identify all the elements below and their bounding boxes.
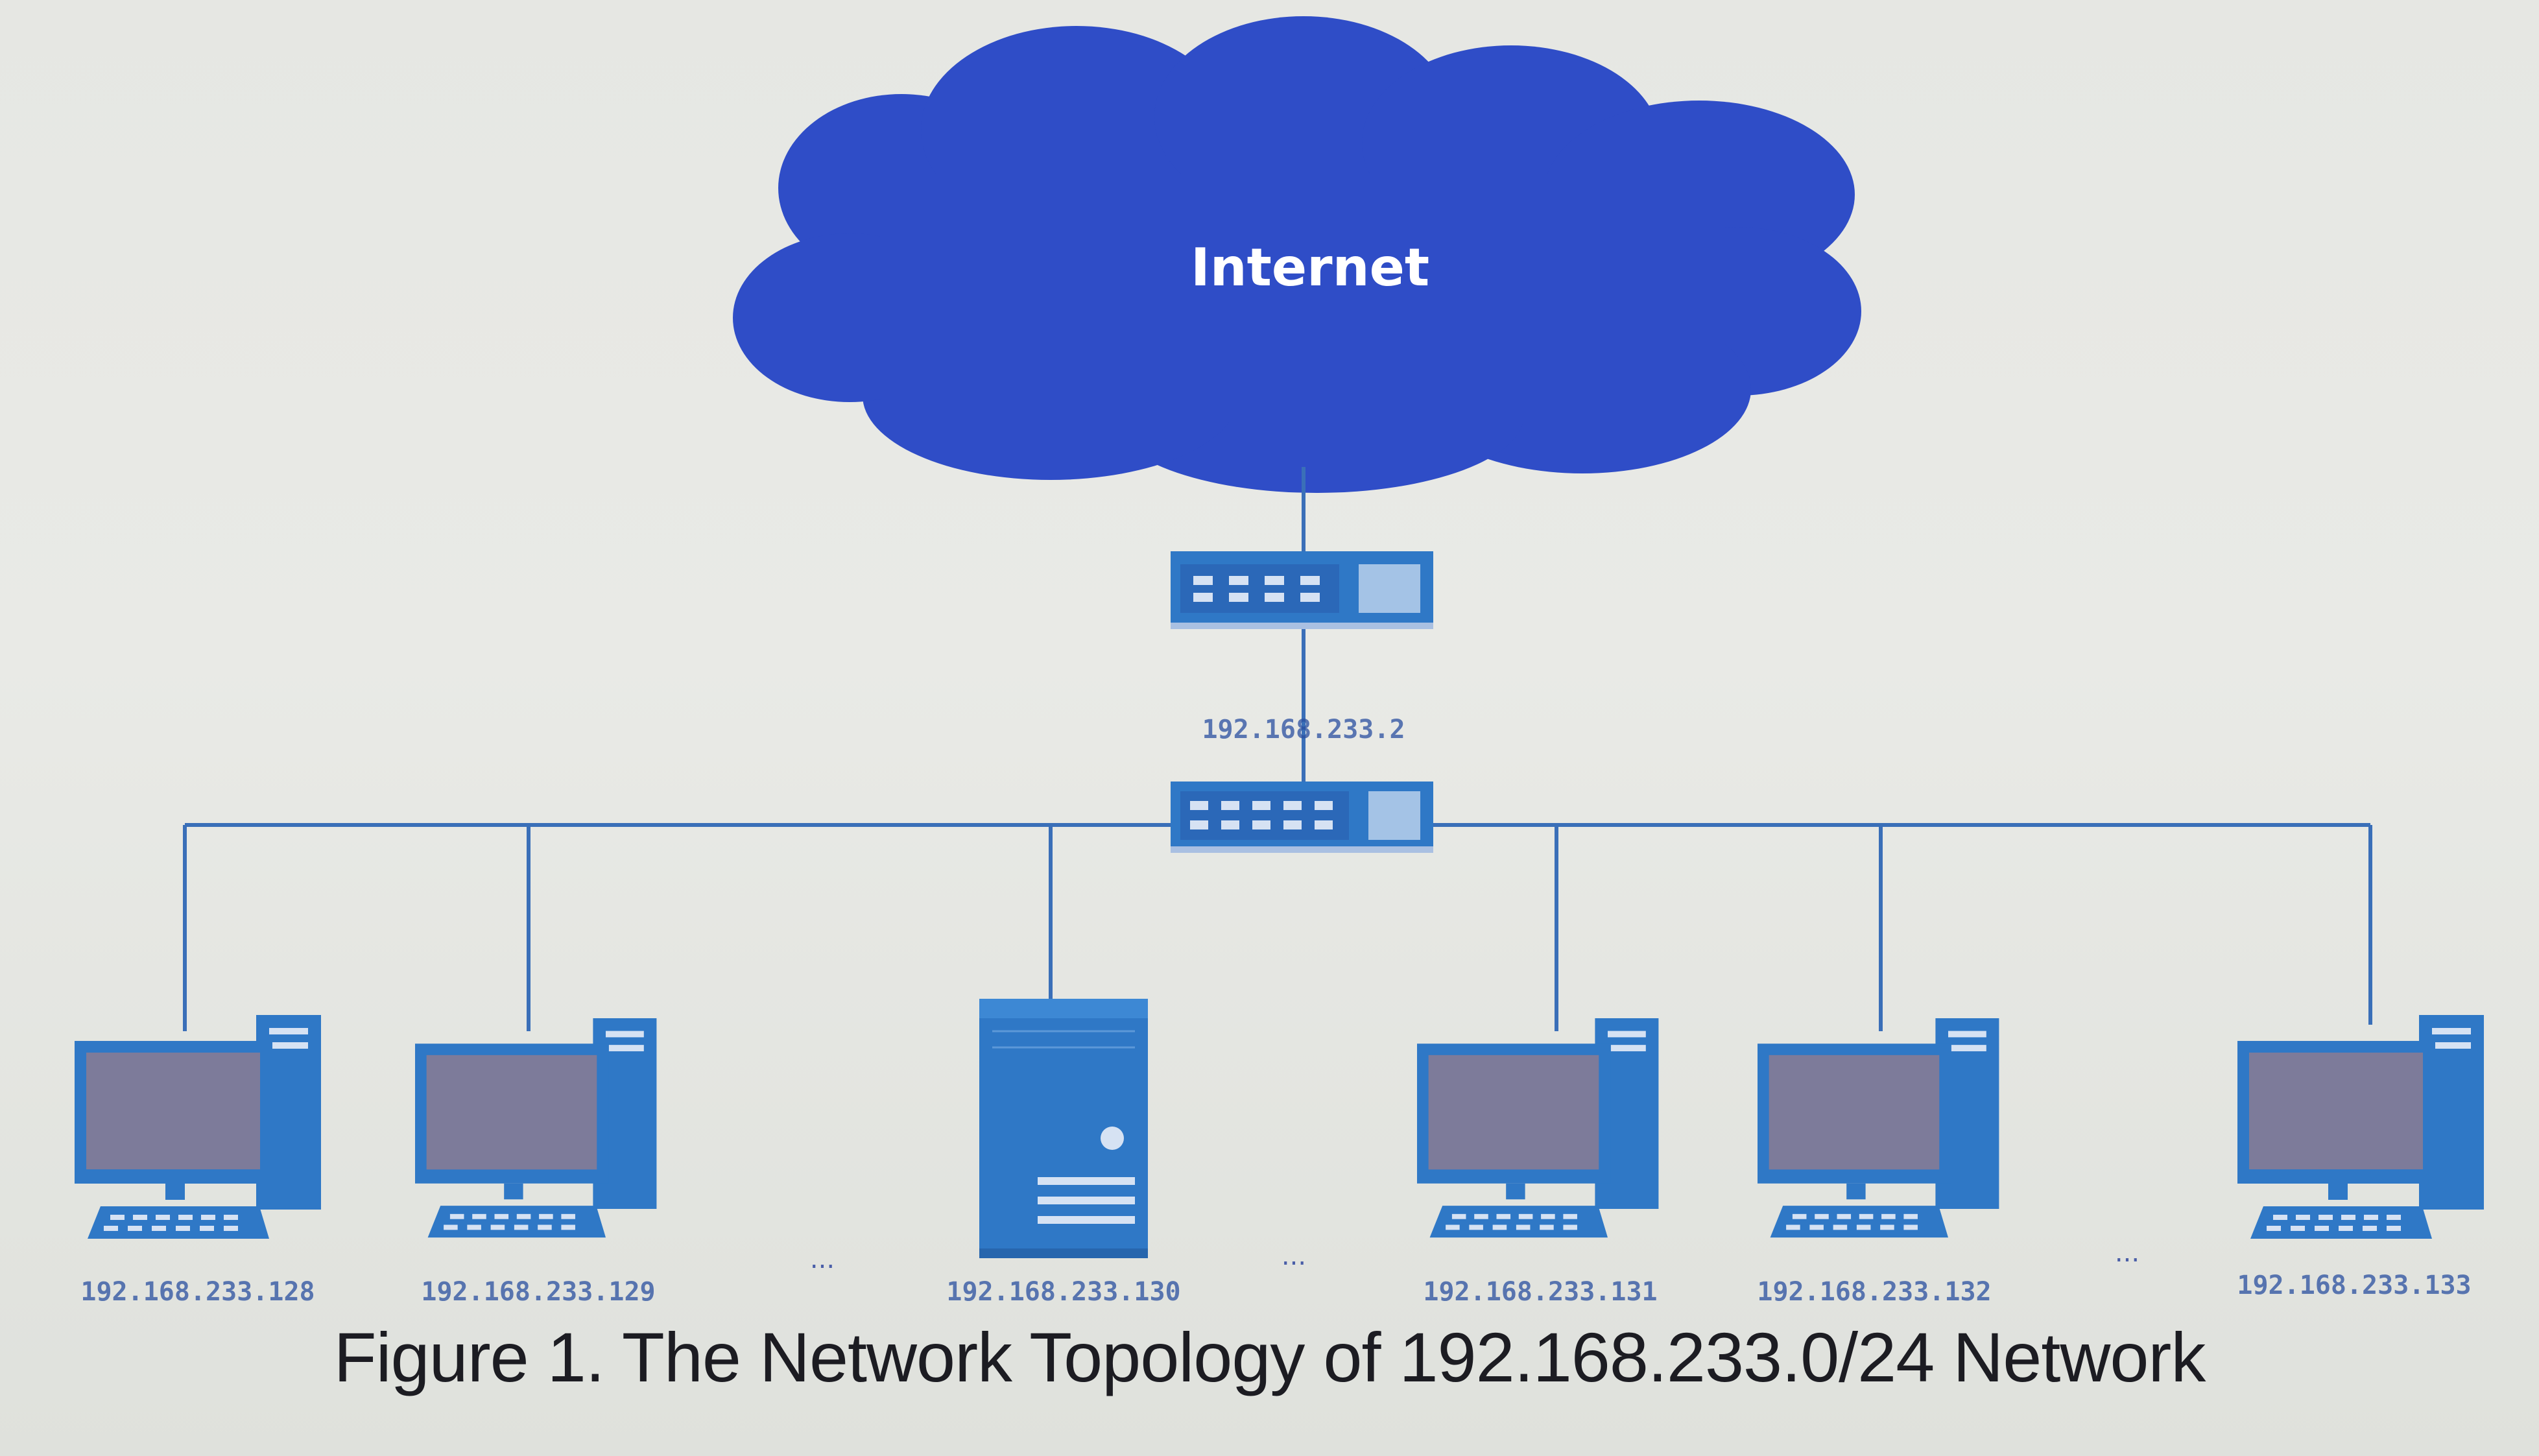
ellipsis-1: ... <box>810 1245 835 1274</box>
host-ip-label: 192.168.233.133 <box>2237 1271 2471 1300</box>
host-ip-label: 192.168.233.130 <box>946 1277 1180 1307</box>
host-1-desktop: 192.168.233.128 <box>75 1015 321 1307</box>
host-5-desktop: 192.168.233.132 <box>1757 1018 1999 1307</box>
host-3-server: 192.168.233.130 <box>946 997 1181 1307</box>
host-ip-label: 192.168.233.129 <box>421 1277 655 1307</box>
internet-cloud: Internet <box>733 16 1861 493</box>
host-6-desktop: 192.168.233.133 <box>2237 1015 2484 1300</box>
figure-caption: Figure 1. The Network Topology of 192.16… <box>333 1318 2206 1396</box>
desktop-icon <box>1758 1018 1999 1238</box>
router-ip-label: 192.168.233.2 <box>1202 715 1405 745</box>
desktop-icon <box>2237 1015 2484 1239</box>
desktop-icon <box>415 1018 657 1238</box>
router-device <box>1171 551 1433 629</box>
host-ip-label: 192.168.233.128 <box>80 1277 315 1307</box>
switch-device <box>1171 782 1433 853</box>
cloud-label: Internet <box>1191 237 1429 298</box>
desktop-icon <box>1417 1018 1659 1238</box>
server-icon <box>978 997 1149 1259</box>
ellipsis-3: ... <box>2115 1238 2140 1268</box>
desktop-icon <box>75 1015 321 1239</box>
host-4-desktop: 192.168.233.131 <box>1417 1018 1659 1307</box>
ellipsis-2: ... <box>1281 1241 1306 1271</box>
host-ip-label: 192.168.233.131 <box>1423 1277 1657 1307</box>
host-ip-label: 192.168.233.132 <box>1757 1277 1991 1307</box>
host-2-desktop: 192.168.233.129 <box>415 1018 657 1307</box>
